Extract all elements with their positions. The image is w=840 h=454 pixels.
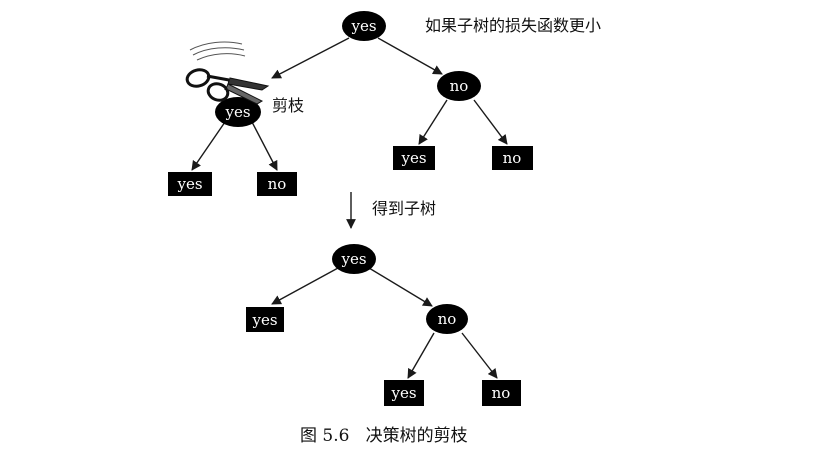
leaf-node-label: no xyxy=(492,384,511,402)
right-internal-node: no xyxy=(426,304,468,334)
edge-root-to-left xyxy=(271,37,350,79)
leaf-node-label: yes xyxy=(176,175,202,193)
pruned-internal-node-label: yes xyxy=(224,103,250,121)
leaf-node-label: yes xyxy=(390,384,416,402)
figure-caption: 图 5.6 决策树的剪枝 xyxy=(300,426,468,446)
leaf-node: no xyxy=(257,172,297,196)
leaf-node-label: no xyxy=(503,149,522,167)
right-internal-node: no xyxy=(437,71,481,101)
leaf-node-label: no xyxy=(268,175,287,193)
leaf-node-label: yes xyxy=(400,149,426,167)
right-internal-node-label: no xyxy=(450,77,469,95)
condition-annotation: 如果子树的损失函数更小 xyxy=(425,16,601,35)
edge-root-to-left xyxy=(271,267,339,305)
prune-annotation: 剪枝 xyxy=(272,96,304,115)
pruned-tree: yes yes no yes no xyxy=(246,244,521,406)
root-node: yes xyxy=(342,11,386,41)
pruned-internal-node: yes xyxy=(215,97,261,127)
leaf-node: yes xyxy=(384,380,424,406)
result-annotation: 得到子树 xyxy=(372,199,436,218)
root-node: yes xyxy=(332,244,376,274)
edge-right-to-leaf-2 xyxy=(473,99,508,145)
root-node-label: yes xyxy=(340,250,366,268)
edge-root-to-right xyxy=(368,267,433,307)
scissors-icon xyxy=(185,41,270,105)
edge-left-to-leaf-1 xyxy=(191,121,226,171)
right-internal-node-label: no xyxy=(438,310,457,328)
edge-right-to-leaf-1 xyxy=(418,99,448,145)
leaf-node: no xyxy=(482,380,521,406)
edge-root-to-right xyxy=(377,37,443,75)
edge-right-to-leaf-1 xyxy=(407,332,435,379)
leaf-node: yes xyxy=(393,146,435,170)
leaf-node: yes xyxy=(168,172,212,196)
leaf-node: no xyxy=(492,146,533,170)
original-tree: yes yes no yes no yes no xyxy=(168,11,533,196)
edge-right-to-leaf-2 xyxy=(461,332,498,379)
leaf-node-label: yes xyxy=(251,311,277,329)
root-node-label: yes xyxy=(350,17,376,35)
leaf-node: yes xyxy=(246,307,284,332)
edge-left-to-leaf-2 xyxy=(251,121,278,171)
